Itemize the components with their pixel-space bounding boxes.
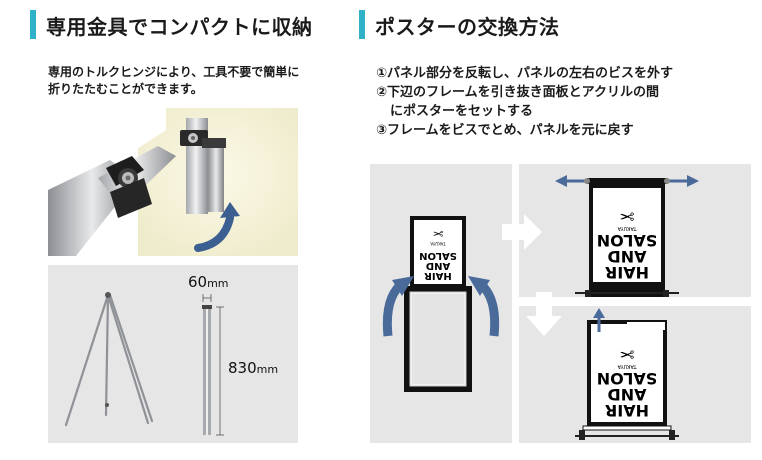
panel2-poster-line3: SALON [596, 231, 658, 250]
hinge-illustration [48, 108, 298, 256]
hinge-photo [48, 108, 298, 256]
width-value: 60 [188, 273, 208, 291]
left-description-line1: 専用のトルクヒンジにより、工具不要で簡単に [48, 65, 300, 79]
step-1: ①パネル部分を反転し、パネルの左右のビスを外す [376, 66, 674, 81]
right-heading-accent-bar [359, 10, 365, 39]
steps-list: ①パネル部分を反転し、パネルの左右のビスを外す ②下辺のフレームを引き抜き面板と… [376, 64, 673, 140]
width-unit: mm [207, 277, 229, 290]
panel3-poster-line3: SALON [596, 369, 658, 388]
arrow-right-icon [502, 214, 542, 250]
left-heading: 専用金具でコンパクトに収納 [46, 15, 313, 39]
left-description: 専用のトルクヒンジにより、工具不要で簡単に 折りたたむことができます。 [48, 64, 348, 98]
panel2-poster-line2: AND [607, 247, 647, 266]
left-heading-accent-bar [30, 10, 36, 39]
flip-poster-scissors-icon: ✂ [432, 225, 444, 240]
panel3-poster-text: HAIR AND SALON TAKUYA ✂ [593, 326, 661, 420]
step-2-continued: にポスターをセットする [390, 104, 534, 119]
panel3-scissors-icon: ✂ [619, 343, 635, 364]
height-unit: mm [256, 363, 279, 376]
stand-diagram [64, 292, 224, 436]
panel3-poster-line1: HAIR [604, 401, 650, 420]
right-heading: ポスターの交換方法 [375, 15, 560, 39]
width-dimension-label: 60mm [188, 273, 229, 291]
arrow-down-icon [526, 292, 562, 336]
flip-illustration [382, 216, 500, 392]
panel2-poster-text: HAIR AND SALON TAKUYA ✂ [593, 190, 661, 282]
flip-poster-line3: SALON [419, 250, 457, 261]
step-2: ②下辺のフレームを引き抜き面板とアクリルの間 [376, 85, 659, 100]
panel2-scissors-icon: ✂ [619, 205, 635, 226]
panel2-poster-line1: HAIR [604, 263, 650, 282]
height-value: 830 [228, 359, 257, 377]
flip-poster-line2: AND [425, 260, 451, 271]
remove-screws-illustration [555, 175, 699, 297]
flip-poster-line1: HAIR [424, 270, 452, 281]
panel3-poster-line2: AND [607, 385, 647, 404]
left-description-line2: 折りたたむことができます。 [48, 82, 203, 96]
step-3: ③フレームをビスでとめ、パネルを元に戻す [376, 123, 634, 138]
flip-poster-text: HAIR AND SALON TAKUYA ✂ [416, 222, 460, 281]
insert-poster-illustration [575, 308, 679, 440]
height-dimension-label: 830mm [228, 359, 278, 377]
dimension-panel: 60mm 830mm [48, 265, 298, 443]
